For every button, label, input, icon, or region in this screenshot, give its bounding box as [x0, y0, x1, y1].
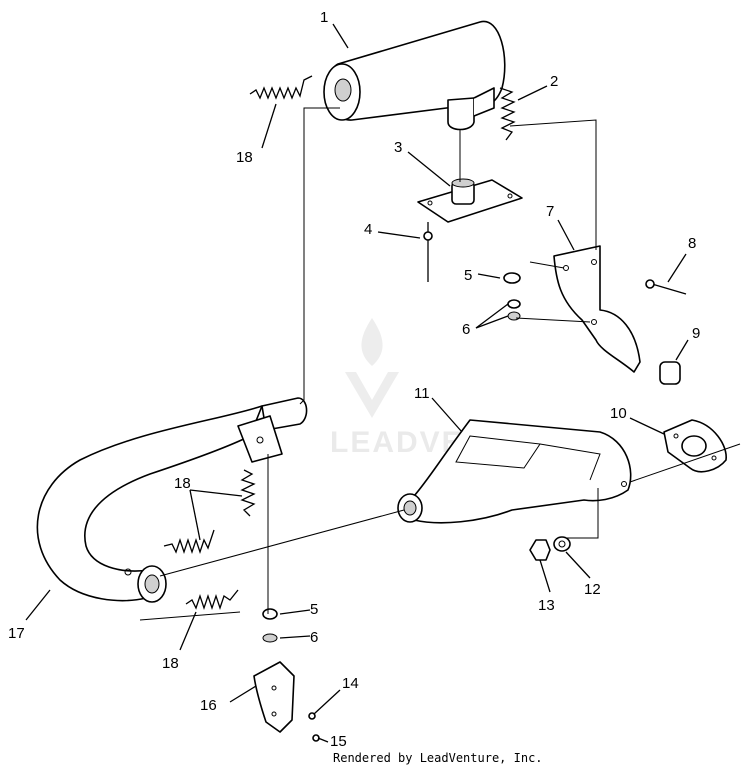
callout-8: 8	[688, 235, 696, 252]
callout-5-upper: 5	[464, 267, 472, 284]
callout-5-lower: 5	[310, 601, 318, 618]
spring-18-mid-b	[163, 529, 215, 555]
callout-3: 3	[394, 139, 402, 156]
exhaust-pipe	[36, 397, 308, 603]
callout-2: 2	[550, 73, 558, 90]
callout-7: 7	[546, 203, 554, 220]
washer-stack-upper	[503, 272, 521, 321]
callout-9: 9	[692, 325, 700, 342]
spring-18-top	[249, 75, 313, 100]
callout-17: 17	[8, 625, 25, 642]
callout-10: 10	[610, 405, 627, 422]
callout-18-top: 18	[236, 149, 253, 166]
callout-16: 16	[200, 697, 217, 714]
callout-14: 14	[342, 675, 359, 692]
callout-12: 12	[584, 581, 601, 598]
assembly-lines	[139, 107, 741, 621]
washer-12	[553, 536, 571, 552]
muffler-canister	[323, 20, 506, 131]
bolt	[645, 279, 687, 295]
callout-labels: 1 2 3 4 5 6 7 8 9 10 11 12 13 14 15 16 1…	[8, 9, 700, 750]
callout-18-mid: 18	[174, 475, 191, 492]
washer-stack-lower	[262, 608, 278, 643]
callout-6-lower: 6	[310, 629, 318, 646]
nut-13	[529, 539, 551, 561]
callout-4: 4	[364, 221, 372, 238]
lower-bracket	[253, 661, 295, 733]
bracket	[553, 245, 641, 373]
callout-13: 13	[538, 597, 555, 614]
pin	[423, 222, 433, 282]
screw-14	[308, 712, 316, 720]
callout-15: 15	[330, 733, 347, 750]
spring-2	[499, 87, 516, 141]
callout-1: 1	[320, 9, 328, 26]
mount-plate	[417, 178, 523, 223]
gasket	[663, 419, 727, 473]
manifold	[397, 419, 632, 524]
leader-lines	[25, 23, 689, 743]
callout-18-lower: 18	[162, 655, 179, 672]
nut	[659, 361, 681, 385]
callout-6-upper: 6	[462, 321, 470, 338]
spring-18-lower	[185, 589, 239, 611]
footer-credit: Rendered by LeadVenture, Inc.	[333, 751, 543, 765]
spring-18-mid-a	[240, 469, 256, 517]
callout-11: 11	[414, 385, 430, 402]
